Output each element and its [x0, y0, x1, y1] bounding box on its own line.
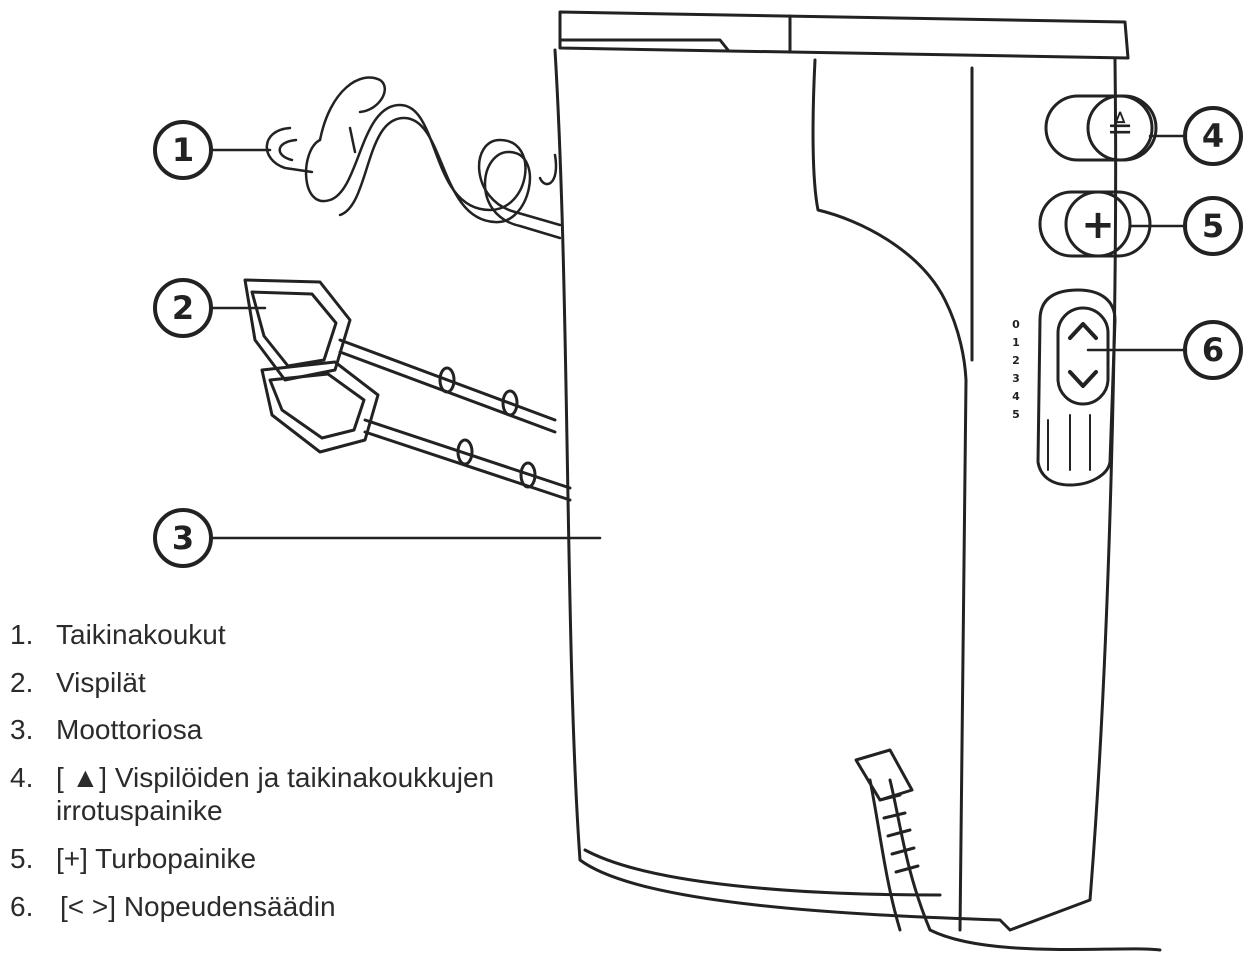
motor-body — [553, 10, 1130, 932]
callout-number-2: 2 — [172, 289, 194, 327]
legend-number: 2. — [10, 666, 34, 698]
legend-label: Moottoriosa — [56, 714, 203, 746]
turbo-symbol: + — [1081, 202, 1115, 248]
legend-label: Taikinakoukut — [56, 619, 226, 650]
chevron-down-icon — [1068, 370, 1098, 388]
speed-scale-2: 2 — [1012, 354, 1020, 367]
leader-lines — [210, 134, 1188, 540]
chevron-up-icon — [1068, 322, 1098, 340]
legend-item-4: 4. [ ▲] Vispilöiden ja taikinakoukkujen … — [10, 761, 570, 828]
callout-4 — [1183, 106, 1243, 166]
speed-controller[interactable] — [1036, 288, 1117, 487]
speed-scale-3: 3 — [1012, 372, 1020, 385]
legend-number: 5. — [10, 842, 34, 874]
legend-number: 1. — [10, 619, 34, 650]
legend-label: Vispilät — [56, 666, 146, 698]
speed-scale-1: 1 — [1012, 336, 1020, 349]
legend-number: 4. — [10, 761, 34, 793]
callout-number-4: 4 — [1202, 117, 1224, 155]
callout-number-3: 3 — [172, 519, 194, 557]
dough-hooks — [265, 76, 562, 240]
callout-number-5: 5 — [1202, 207, 1224, 245]
legend-number: 3. — [10, 714, 34, 746]
callout-3 — [153, 508, 213, 568]
legend-label: [< >] Nopeudensäädin — [60, 890, 336, 922]
callout-number-1: 1 — [172, 131, 194, 169]
speed-scale-0: 0 — [1012, 318, 1020, 331]
callout-2 — [153, 278, 213, 338]
legend-item-2: 2. Vispilät — [10, 666, 570, 700]
callout-number-6: 6 — [1202, 331, 1224, 369]
turbo-button[interactable] — [1038, 190, 1152, 258]
parts-legend: 1. Taikinakoukut 2. Vispilät 3. Moottori… — [10, 618, 570, 937]
power-cord — [854, 748, 1162, 952]
legend-item-3: 3. Moottoriosa — [10, 713, 570, 747]
speed-scale-5: 5 — [1012, 408, 1020, 421]
legend-item-1: 1. Taikinakoukut — [10, 618, 570, 652]
legend-item-5: 5. [+] Turbopainike — [10, 842, 570, 876]
callout-5 — [1183, 196, 1243, 256]
callout-6 — [1183, 320, 1243, 380]
speed-scale-4: 4 — [1012, 390, 1020, 403]
eject-symbol: ≜ — [1107, 109, 1134, 147]
beaters — [243, 278, 572, 502]
legend-item-6: 6. [< >] Nopeudensäädin — [10, 890, 570, 924]
callout-1 — [153, 120, 213, 180]
speed-chevrons — [1068, 322, 1098, 388]
legend-number: 6. — [10, 890, 34, 922]
legend-label: [ ▲] Vispilöiden ja taikinakoukkujen irr… — [56, 761, 495, 827]
eject-button[interactable] — [1044, 94, 1158, 162]
legend-label: [+] Turbopainike — [56, 842, 257, 874]
